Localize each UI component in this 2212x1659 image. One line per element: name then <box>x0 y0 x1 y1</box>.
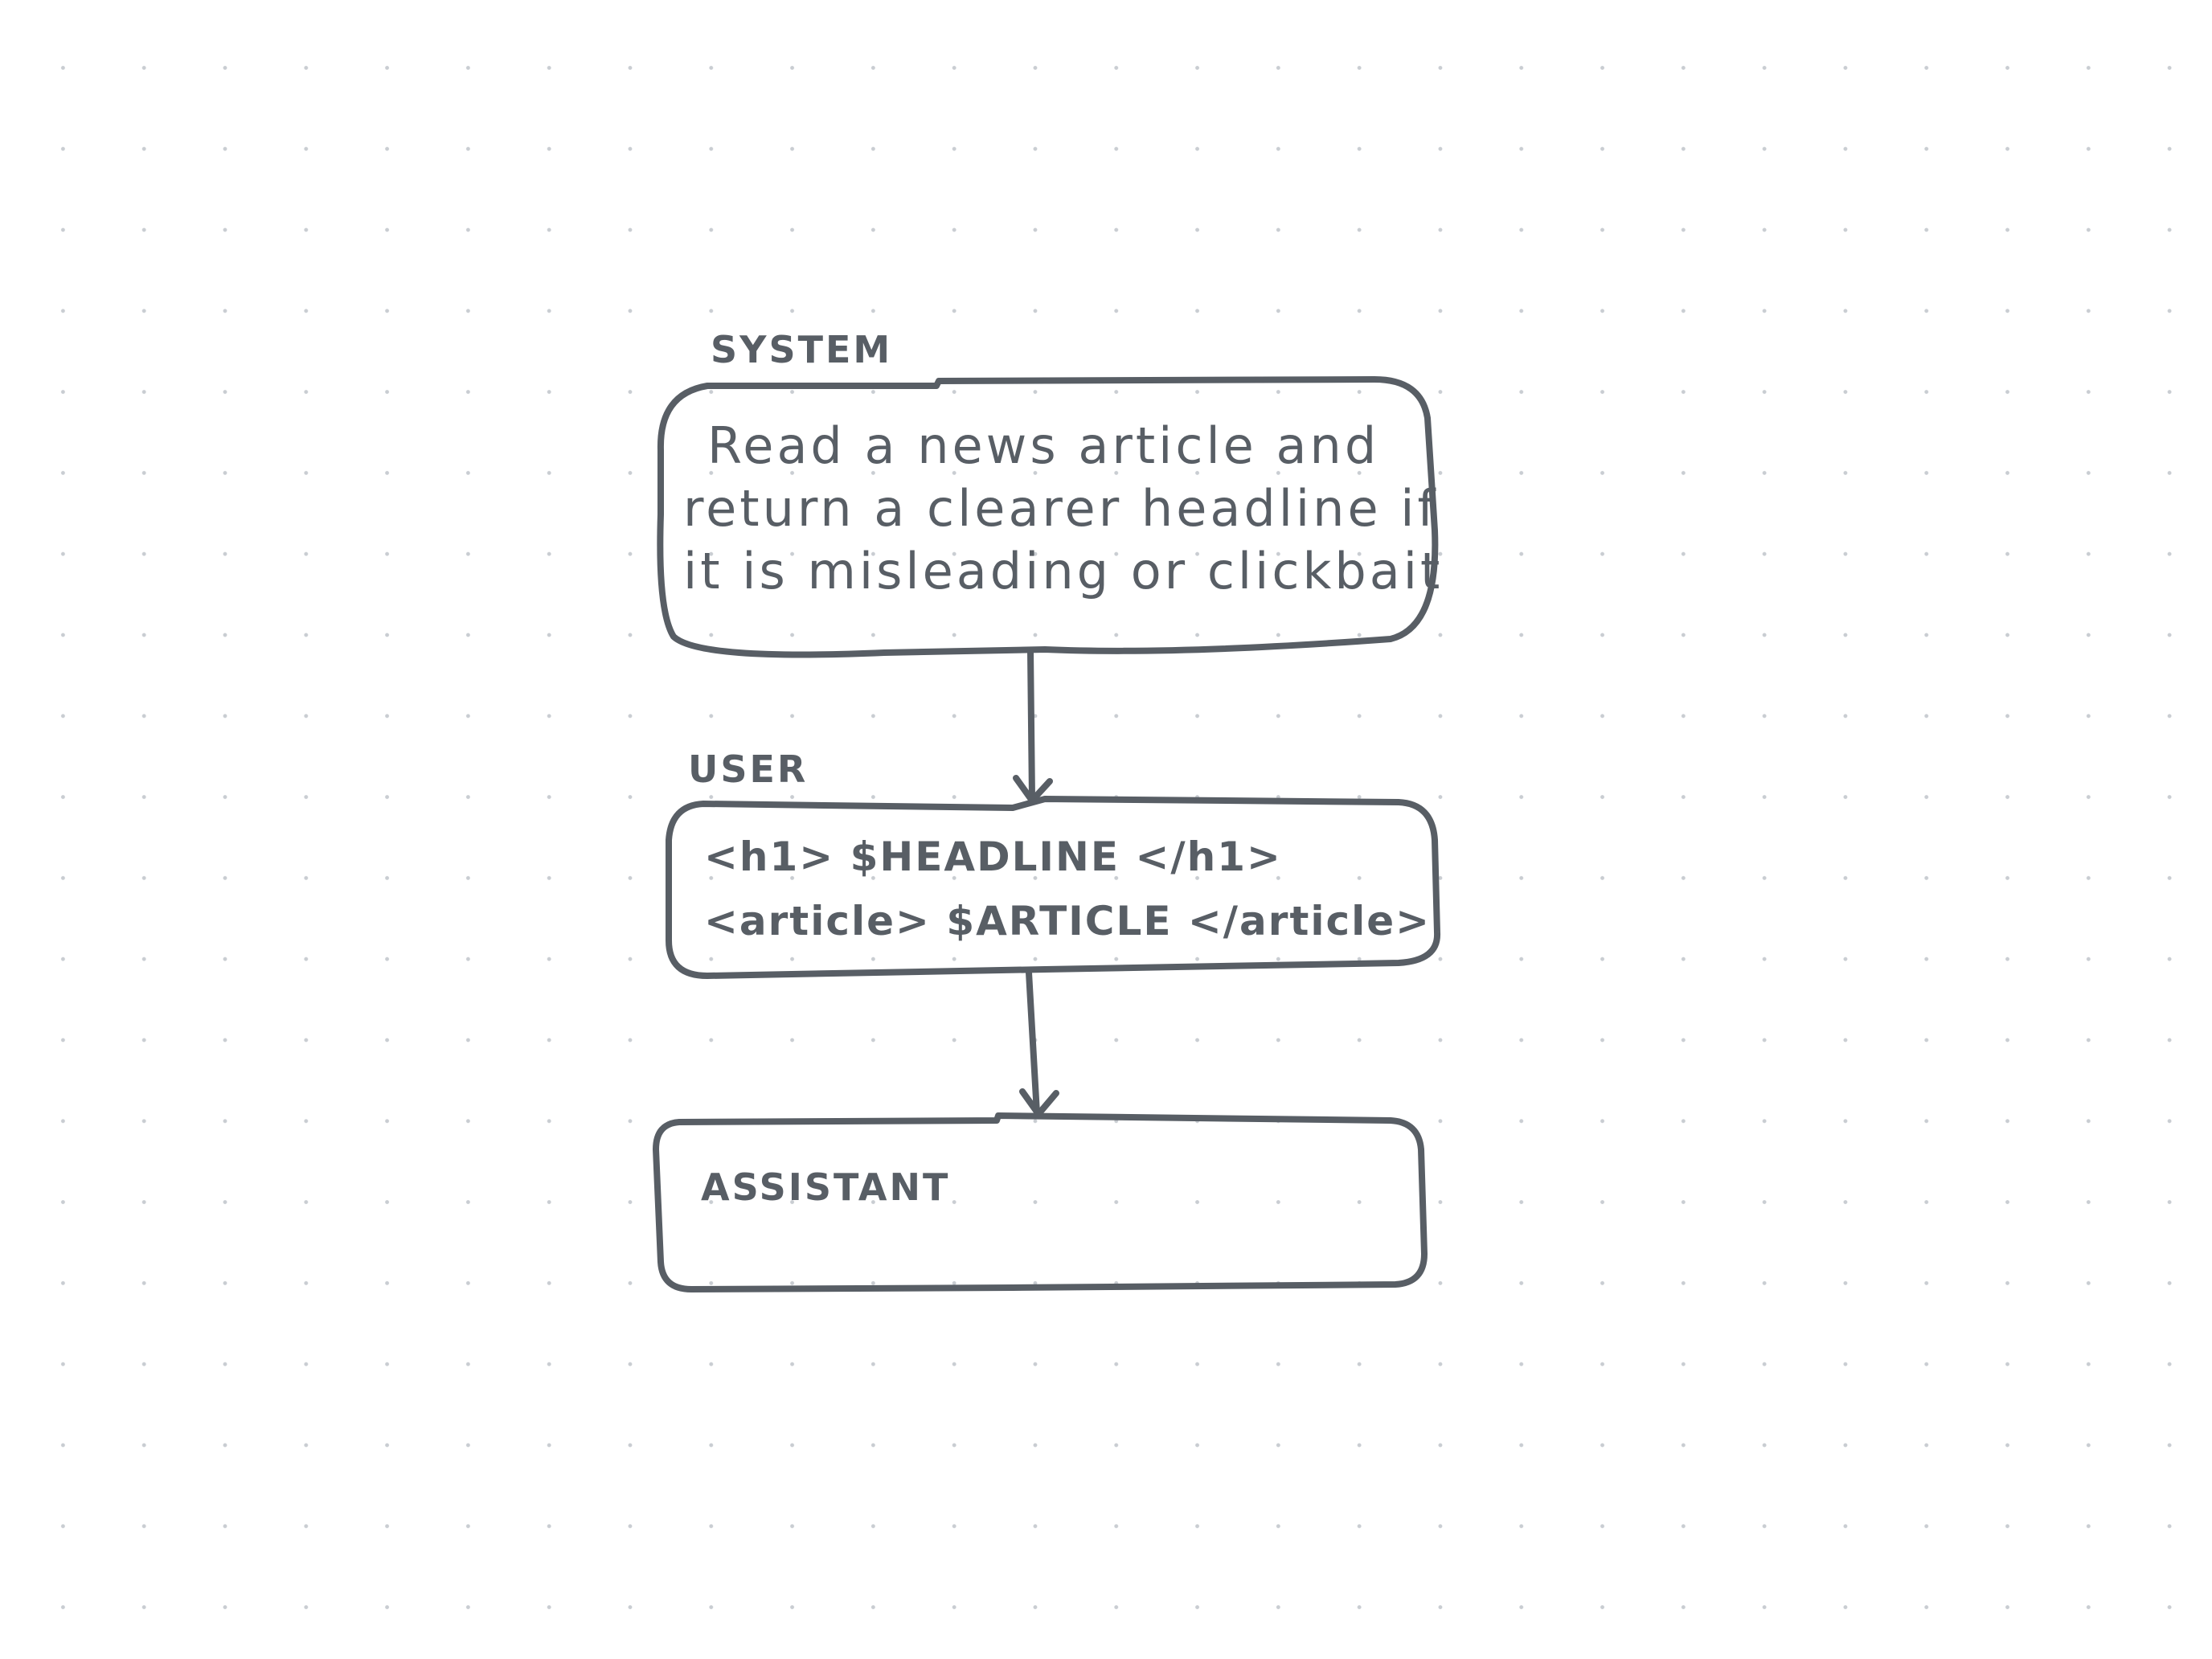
system-box <box>657 376 1439 658</box>
user-box <box>666 796 1441 979</box>
system-line-1: Read a news article and <box>707 416 1380 475</box>
user-message-text: <h1> $HEADLINE </h1> <article> $ARTICLE … <box>704 825 1431 953</box>
arrow-system-to-user <box>1027 648 1035 802</box>
user-line-1: <h1> $HEADLINE </h1> <box>704 834 1282 880</box>
user-label: USER <box>688 748 809 791</box>
system-label: SYSTEM <box>711 328 893 371</box>
system-prompt-text: Read a news article and return a clearer… <box>683 415 1443 603</box>
system-line-2: return a clearer headline if <box>683 479 1439 538</box>
arrow-user-to-assistant <box>1026 969 1040 1116</box>
system-line-3: it is misleading or clickbait <box>683 542 1444 600</box>
assistant-box <box>653 1112 1428 1292</box>
user-line-2: <article> $ARTICLE </article> <box>704 898 1432 944</box>
assistant-label: ASSISTANT <box>701 1165 951 1209</box>
